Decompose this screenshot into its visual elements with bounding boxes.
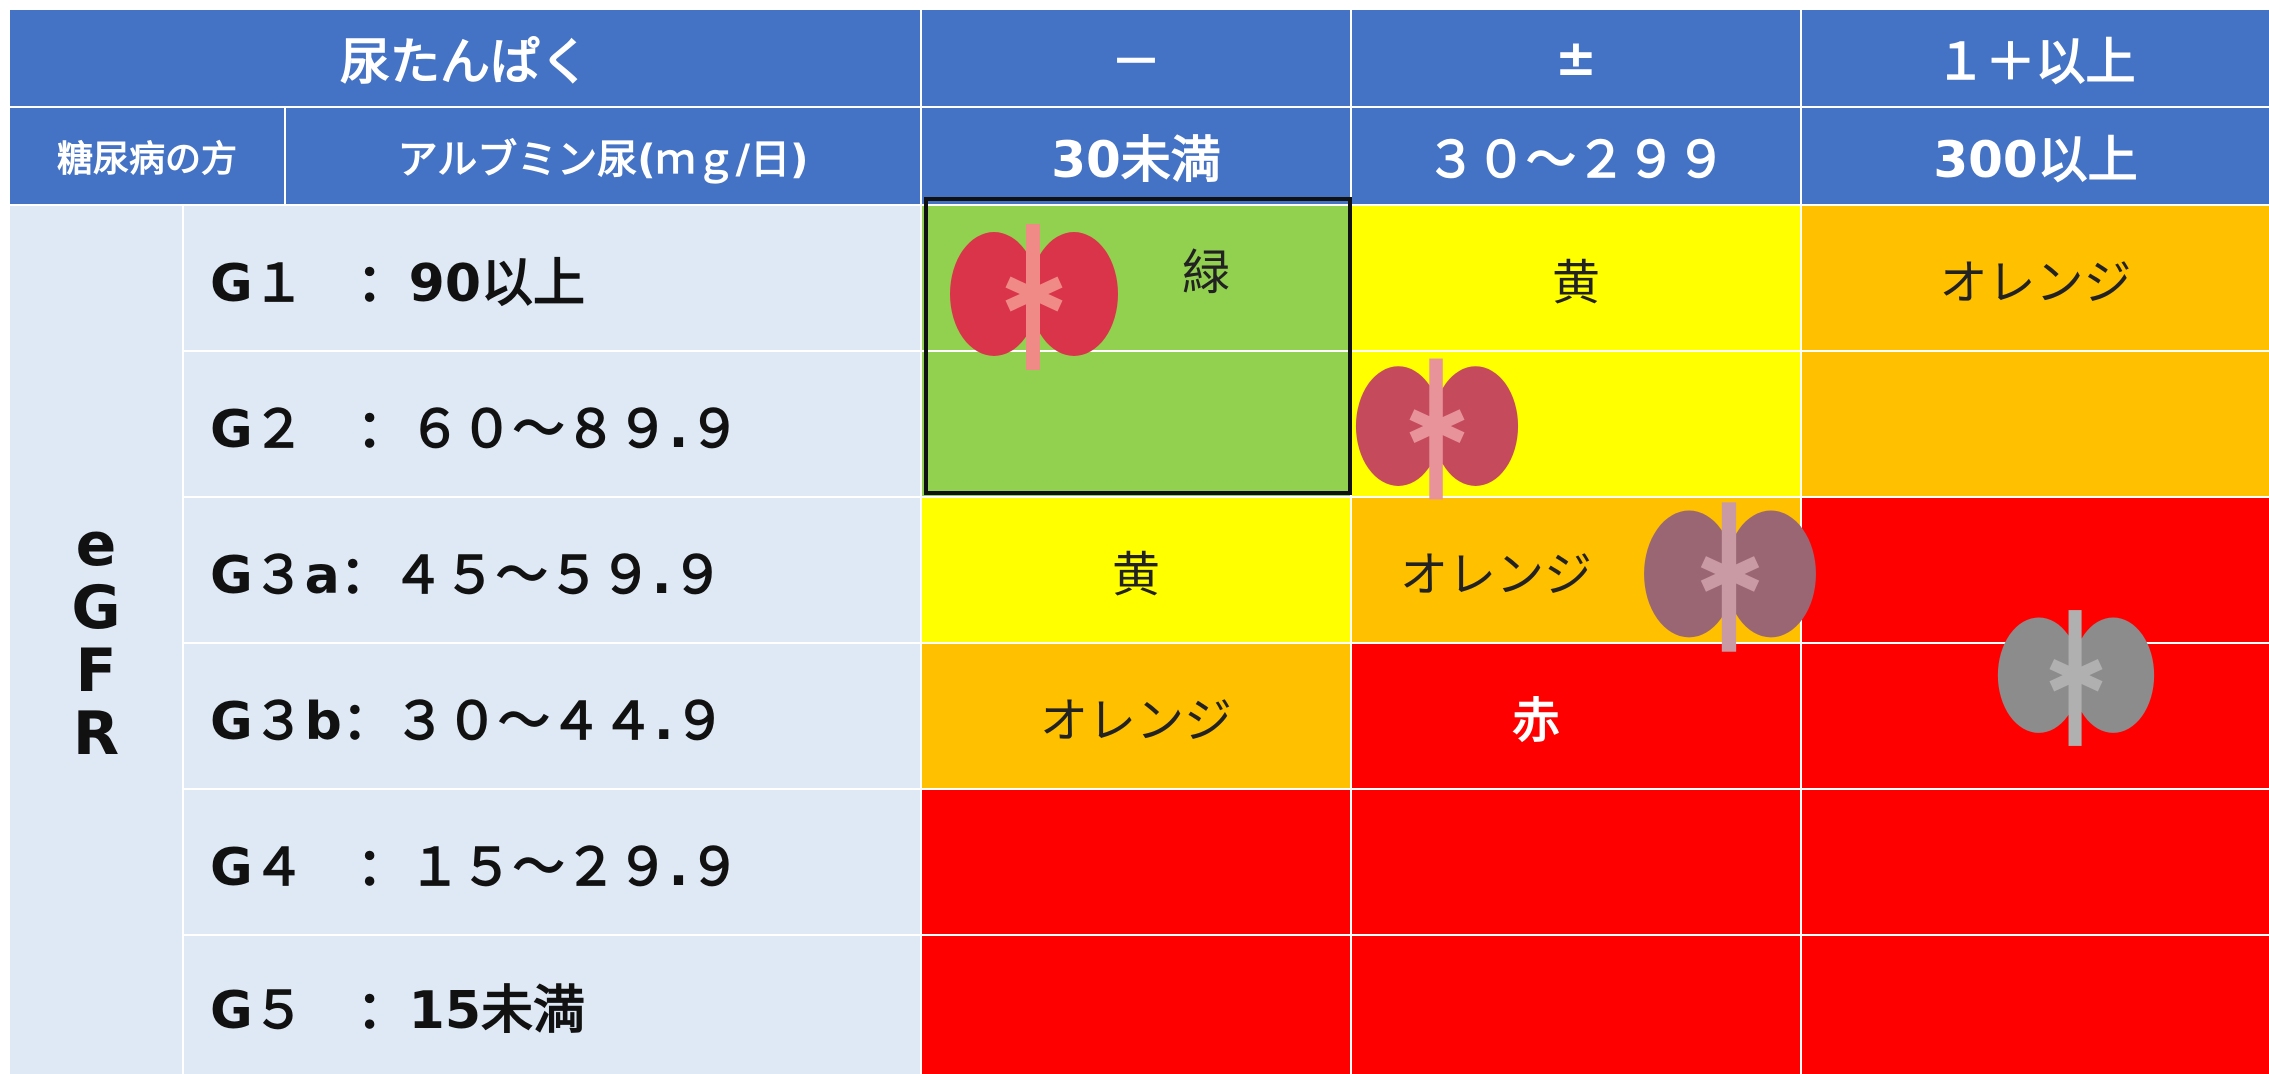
- header-albumin-high: 300以上: [1802, 108, 2269, 204]
- row-label-g5: G５ ：15未満: [184, 936, 920, 1074]
- risk-cell-g4-a3: [1802, 790, 2269, 934]
- risk-cell-g3b-a1: オレンジ: [922, 644, 1350, 788]
- egfr-letter: G: [71, 573, 121, 643]
- header-diabetes: 糖尿病の方: [10, 108, 284, 204]
- risk-cell-g5-a3: [1802, 936, 2269, 1074]
- kidney-icon-mild: [1355, 358, 1519, 500]
- risk-cell-g3a-a1: 黄: [922, 498, 1350, 642]
- row-label-g2: G２ ：６０～８９.９: [184, 352, 920, 496]
- header-protein-trace: ±: [1352, 10, 1800, 106]
- kidney-icon-moderate: [1644, 502, 1816, 652]
- header-protein-positive: １＋以上: [1802, 10, 2269, 106]
- risk-cell-g1-a2: 黄: [1352, 206, 1800, 350]
- header-albumin-low: 30未満: [922, 108, 1350, 204]
- risk-label: 緑: [1181, 245, 1230, 301]
- risk-cell-g4-a1: [922, 790, 1350, 934]
- risk-label: オレンジ: [1400, 547, 1593, 603]
- egfr-label: e G F R: [10, 206, 182, 1074]
- egfr-letter: e: [75, 510, 117, 580]
- risk-label: オレンジ: [1939, 255, 2132, 311]
- egfr-letter: R: [72, 699, 120, 769]
- risk-label: 黄: [1111, 547, 1160, 603]
- risk-label: 赤: [1511, 693, 1560, 749]
- risk-cell-g5-a1: [922, 936, 1350, 1074]
- risk-label: オレンジ: [1039, 693, 1232, 749]
- kidney-icon-healthy: [950, 224, 1118, 370]
- risk-cell-g3b-a2: 赤: [1352, 644, 1800, 788]
- kidney-icon-severe: [1997, 610, 2155, 746]
- header-albumin-mid: ３０～２９９: [1352, 108, 1800, 204]
- current-status-highlight: [924, 197, 1352, 495]
- risk-cell-g5-a2: [1352, 936, 1800, 1074]
- risk-cell-g2-a3: [1802, 352, 2269, 496]
- risk-cell-g2-a1: [922, 352, 1350, 496]
- header-protein-negative: －: [922, 10, 1350, 106]
- egfr-letter: F: [75, 636, 117, 706]
- row-label-g3a: G３a：４５～５９.９: [184, 498, 920, 642]
- row-label-g1: G１ ：90以上: [184, 206, 920, 350]
- header-albumin: アルブミン尿(ｍｇ/日): [286, 108, 920, 204]
- risk-label: 黄: [1551, 255, 1600, 311]
- row-label-g4: G４ ：１５～２９.９: [184, 790, 920, 934]
- row-label-g3b: G３b：３０～４４.９: [184, 644, 920, 788]
- risk-cell-g1-a3: オレンジ: [1802, 206, 2269, 350]
- risk-cell-g4-a2: [1352, 790, 1800, 934]
- header-urine-protein: 尿たんぱく: [10, 10, 920, 106]
